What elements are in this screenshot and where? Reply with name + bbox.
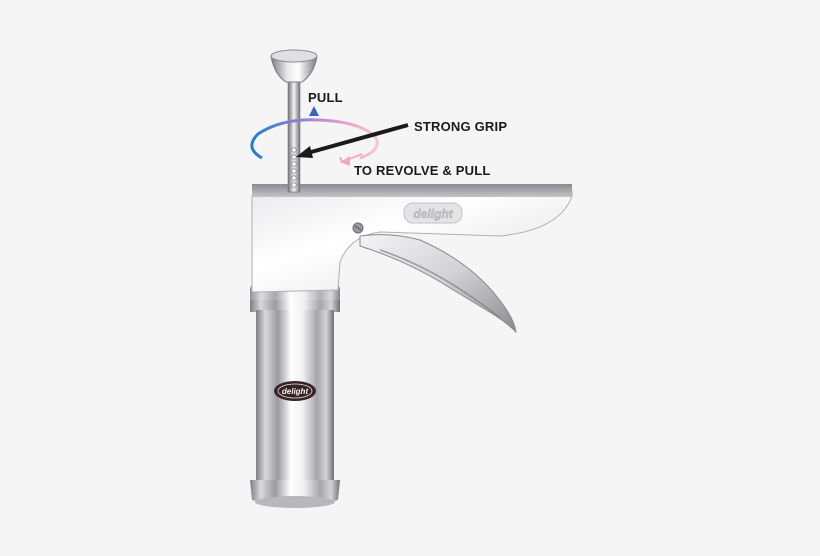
pull-label: PULL: [308, 90, 343, 105]
plunger-knob: [270, 49, 318, 83]
revolve-pull-label: TO REVOLVE & PULL: [354, 163, 491, 178]
barrel-logo-badge: delight: [274, 381, 316, 401]
barrel: delight: [250, 285, 340, 508]
strong-grip-arrow-icon: [296, 123, 409, 158]
strong-grip-label: STRONG GRIP: [414, 119, 508, 134]
handle-logo-emboss: delight: [403, 202, 463, 224]
plunger-rod: [287, 79, 301, 193]
handle-logo-text: delight: [413, 207, 453, 221]
trigger-lever: [359, 234, 517, 334]
barrel-logo-text: delight: [282, 387, 309, 396]
press-body: delight: [251, 184, 573, 293]
revolve-ring-icon: [250, 118, 379, 166]
